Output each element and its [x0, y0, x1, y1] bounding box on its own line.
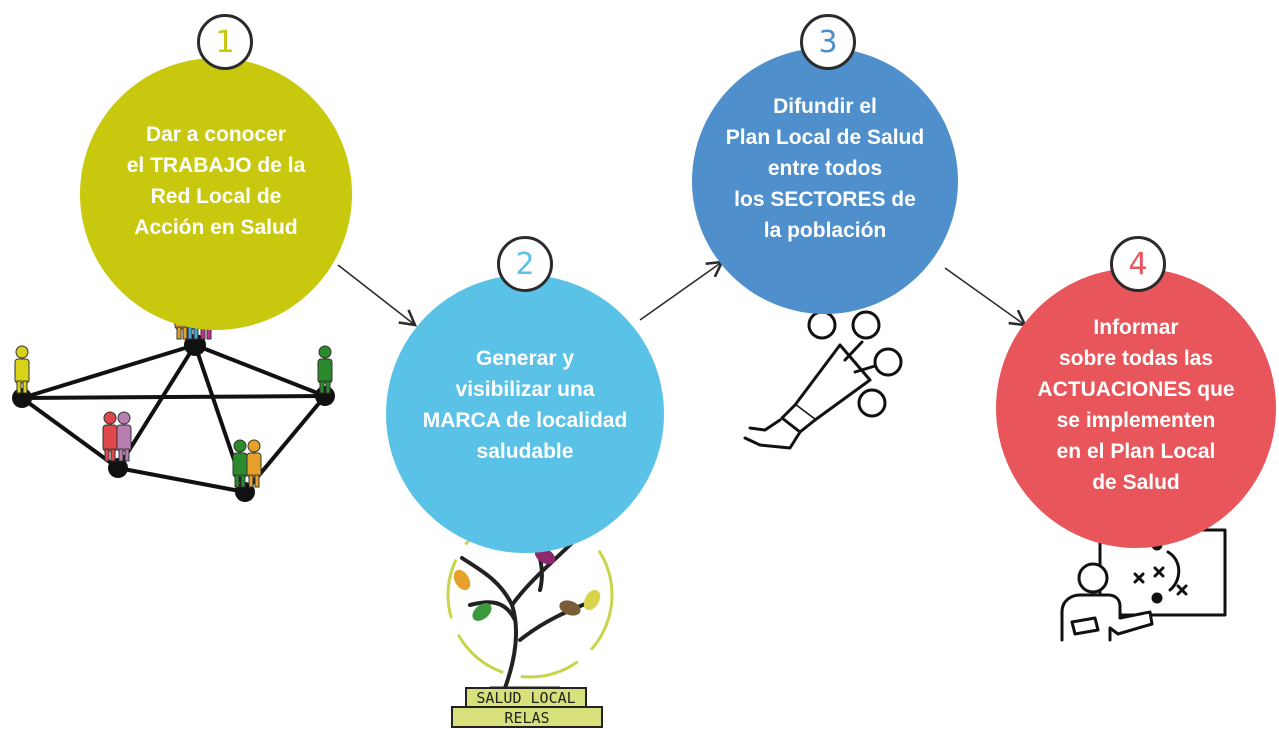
step-3-line: Difundir el: [773, 94, 877, 118]
step-2-line: visibilizar una: [455, 378, 595, 401]
step-3-line: Plan Local de Salud: [725, 125, 925, 149]
arrow-2-to-3: [639, 260, 725, 321]
step-4-line: de Salud: [1092, 471, 1180, 494]
step-4-number-badge: 4: [1110, 236, 1166, 292]
logo-line2: RELAS: [504, 709, 549, 727]
step-3-number: 3: [818, 24, 838, 60]
step-4-line: se implementen: [1056, 409, 1216, 432]
step-1-line: Dar a conocer: [145, 123, 287, 146]
step-4-line: sobre todas las: [1058, 347, 1214, 370]
step-3-line: entre todos: [767, 156, 883, 180]
step-1-line: Red Local de: [150, 185, 282, 208]
step-1-number-badge: 1: [197, 14, 253, 70]
step-1-circle: Dar a conocer el TRABAJO de la Red Local d…: [80, 58, 352, 330]
logo-line1: SALUD LOCAL: [476, 689, 575, 707]
arrow-3-to-4: [944, 267, 1028, 327]
logo-plinth-bottom: [451, 706, 603, 728]
arrow-1-to-2: [337, 264, 418, 327]
step-3-line: los SECTORES de: [734, 187, 916, 211]
step-1-line: el TRABAJO de la: [126, 154, 306, 177]
step-3-text: Difundir el Plan Local de Salud entre todo…: [726, 91, 924, 246]
step-4-line: Informar: [1093, 316, 1179, 339]
step-4-number: 4: [1128, 246, 1148, 282]
step-3-number-badge: 3: [800, 14, 856, 70]
step-1-text: Dar a conocer el TRABAJO de la Red Local d…: [127, 119, 306, 243]
step-3-circle: Difundir el Plan Local de Salud entre todo…: [692, 48, 958, 314]
step-2-line: MARCA de localidad: [422, 409, 628, 432]
megaphone-icon: [743, 310, 903, 450]
step-1-number: 1: [215, 24, 235, 60]
step-4-line: ACTUACIONES que: [1037, 378, 1235, 401]
step-3-line: la población: [763, 218, 887, 242]
step-4-line: en el Plan Local: [1056, 440, 1216, 463]
step-1-line: Acción en Salud: [134, 216, 298, 239]
step-2-line: saludable: [476, 440, 574, 463]
step-2-number-badge: 2: [497, 236, 553, 292]
step-2-number: 2: [515, 246, 535, 282]
step-2-line: Generar y: [475, 347, 575, 370]
